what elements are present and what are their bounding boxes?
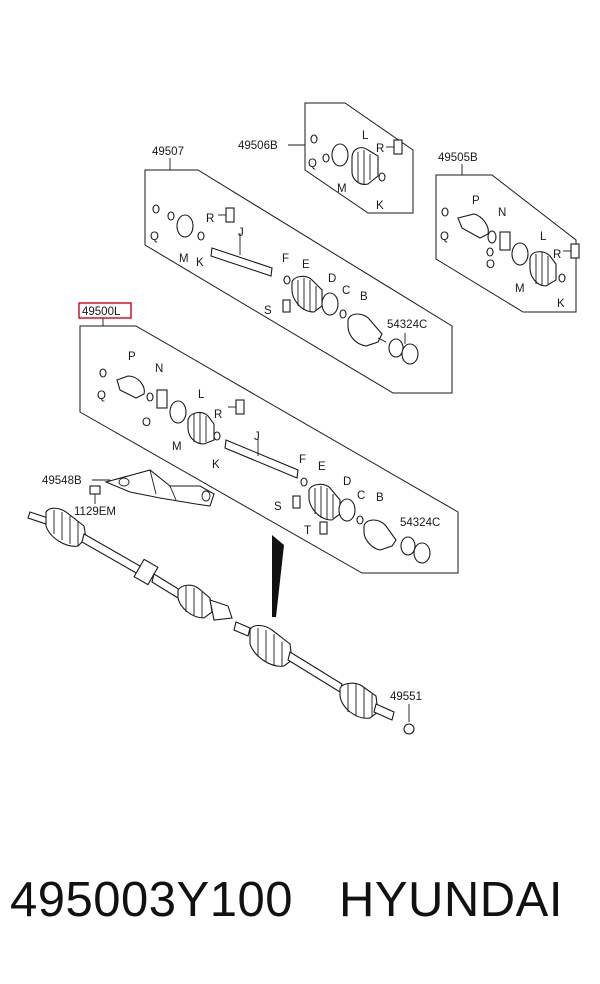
letter-f: F — [299, 454, 306, 466]
letter-l: L — [198, 389, 205, 401]
letter-k: K — [557, 298, 565, 310]
box-49505b: 49505B Q P N O M L R K — [435, 152, 580, 313]
highlight-frame — [78, 302, 132, 319]
letter-r: R — [376, 143, 384, 155]
callout-49507: 49507 — [152, 146, 184, 158]
letter-m: M — [179, 253, 189, 265]
brand-name: HYUNDAI — [338, 873, 563, 927]
letter-t: T — [304, 525, 311, 537]
letter-b: B — [376, 492, 384, 504]
letter-k: K — [376, 200, 384, 212]
letter-j: J — [238, 227, 244, 239]
assembly-arrow — [272, 535, 284, 617]
letter-k: K — [196, 257, 204, 269]
letter-n: N — [155, 363, 163, 375]
letter-s: S — [264, 305, 272, 317]
part-number: 495003Y100 — [10, 873, 293, 927]
caption: 495003Y100 HYUNDAI — [10, 872, 590, 928]
callout-49551: 49551 — [390, 691, 422, 703]
callout-54324c-upper: 54324C — [387, 319, 427, 331]
letter-q: Q — [97, 390, 106, 402]
letter-r: R — [214, 409, 222, 421]
letter-q: Q — [308, 158, 317, 170]
letter-m: M — [337, 183, 347, 195]
callout-49548b: 49548B — [42, 475, 82, 487]
letter-n: N — [498, 207, 506, 219]
letter-l: L — [362, 130, 369, 142]
letter-k: K — [212, 459, 220, 471]
letter-o: O — [142, 417, 151, 429]
letter-q: Q — [150, 231, 159, 243]
box-49506b: 49506B Q M L R K — [238, 102, 414, 214]
drive-shaft-assembly: 49551 — [27, 507, 422, 735]
letter-r: R — [206, 213, 214, 225]
letter-l: L — [540, 231, 547, 243]
box-49500l: 49500L Q P N O M L R K J F E D — [78, 302, 459, 574]
callout-1129em: 1129EM — [74, 506, 116, 518]
letter-d: D — [343, 476, 351, 488]
letter-c: C — [342, 285, 350, 297]
letter-b: B — [360, 291, 368, 303]
letter-e: E — [302, 259, 310, 271]
letter-p: P — [472, 195, 480, 207]
letter-q: Q — [440, 231, 449, 243]
letter-c: C — [357, 490, 365, 502]
callout-49506b: 49506B — [238, 140, 278, 152]
letter-r: R — [553, 249, 561, 261]
letter-m: M — [515, 283, 525, 295]
letter-e: E — [318, 461, 326, 473]
letter-m: M — [172, 441, 182, 453]
letter-o: O — [486, 259, 495, 271]
letter-d: D — [328, 273, 336, 285]
box-49507: 49507 Q M R K J F E D C B — [144, 146, 453, 394]
bracket-assembly: 49548B 1129EM — [42, 469, 215, 518]
letter-s: S — [274, 501, 282, 513]
callout-49500l: 49500L — [82, 306, 121, 318]
callout-49505b: 49505B — [438, 152, 478, 164]
letter-f: F — [282, 253, 289, 265]
callout-54324c-lower: 54324C — [400, 517, 440, 529]
letter-p: P — [128, 351, 136, 363]
letter-j: J — [254, 431, 260, 443]
